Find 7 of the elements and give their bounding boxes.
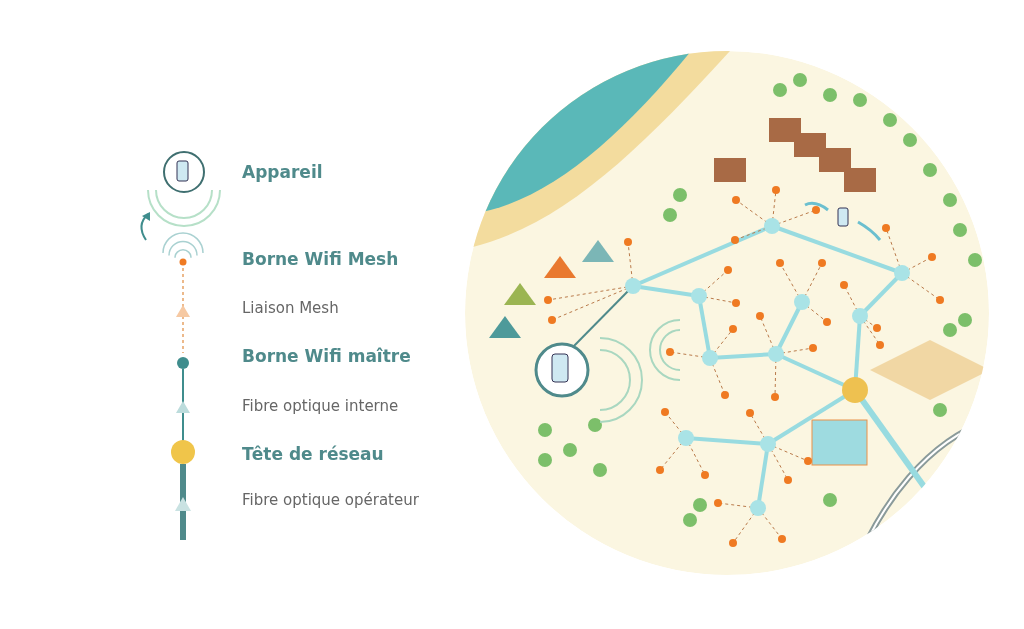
- legend-label: Borne Wifi Mesh: [242, 249, 399, 269]
- legend-label: Fibre optique interne: [242, 397, 399, 415]
- legend-label: Borne Wifi maître: [242, 346, 411, 366]
- legend-label: Appareil: [242, 162, 323, 182]
- legend-label: Liaison Mesh: [242, 299, 339, 317]
- legend-label: Fibre optique opérateur: [242, 491, 419, 509]
- legend-label: Tête de réseau: [242, 444, 384, 464]
